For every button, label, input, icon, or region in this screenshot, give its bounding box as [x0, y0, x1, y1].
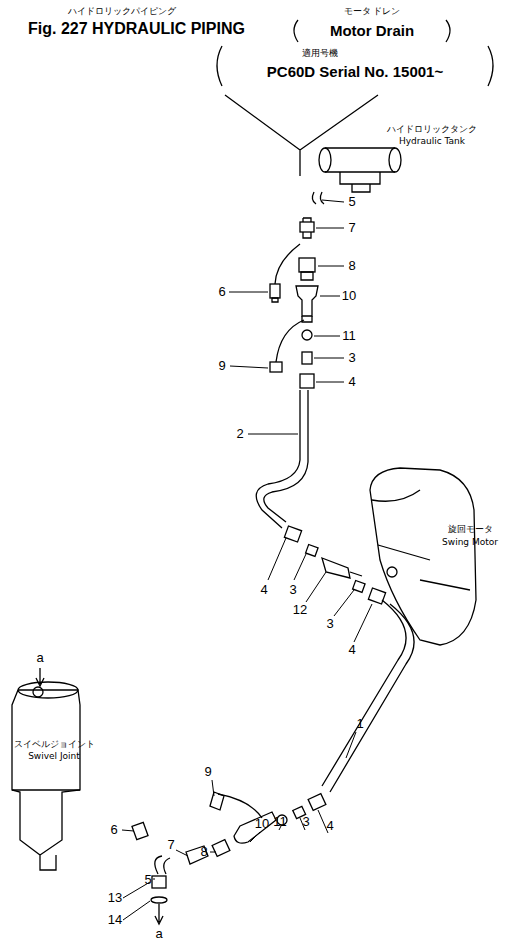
callout-number: 4: [326, 819, 333, 833]
callout-number: 10: [342, 289, 356, 303]
bracket: [294, 20, 298, 42]
model-japanese: 適用号機: [302, 49, 338, 59]
part-name-japanese: ハイドロリックタンク: [387, 125, 477, 135]
callout-number: 14: [108, 913, 122, 927]
part-name-japanese: 旋回モータ: [448, 525, 493, 535]
part-name: Swivel Joint: [28, 752, 80, 762]
part-name-japanese: スイベルジョイント: [14, 740, 95, 750]
callout-number: 5: [144, 873, 151, 887]
view-line: [225, 95, 378, 176]
hydraulic-tank: [319, 148, 401, 192]
callout-number: 4: [348, 643, 355, 657]
arrow: [36, 668, 44, 686]
part-name: Hydraulic Tank: [399, 137, 465, 147]
callout-number: 3: [302, 815, 309, 829]
model-serial: PC60D Serial No. 15001~: [267, 64, 443, 81]
view-marker: a: [155, 927, 162, 940]
callout-number: 7: [348, 221, 355, 235]
callout-number: 4: [260, 583, 267, 597]
callout-number: 12: [293, 603, 307, 617]
callout-number: 9: [204, 765, 211, 779]
callout-number: 9: [218, 359, 225, 373]
callout-number: 10: [255, 817, 269, 831]
swivel-joint: [12, 682, 80, 870]
callout-number: 8: [200, 845, 207, 859]
callout-number: 6: [110, 823, 117, 837]
hose: [256, 390, 308, 528]
callout-number: 5: [348, 195, 355, 209]
callout-number: 3: [348, 351, 355, 365]
callout-number: 11: [273, 815, 287, 829]
callout-number: 13: [108, 891, 122, 905]
arrow: [155, 904, 163, 924]
fitting: [270, 192, 324, 388]
hose: [322, 600, 414, 792]
bracket: [488, 46, 493, 86]
callout-number: 7: [167, 838, 174, 852]
swing-motor: [370, 468, 476, 645]
callout-number: 2: [236, 427, 243, 441]
view-marker: a: [36, 651, 43, 665]
figure-title: Fig. 227 HYDRAULIC PIPING: [28, 20, 245, 38]
callout-number: 6: [218, 285, 225, 299]
leader-line: [122, 200, 372, 920]
callout-number: 11: [342, 329, 356, 343]
part-name: Swing Motor: [442, 538, 498, 548]
callout-number: 8: [348, 259, 355, 273]
callout-number: 4: [348, 375, 355, 389]
callout-number: 1: [356, 717, 363, 731]
title-japanese: ハイドロリックパイピング: [68, 7, 176, 17]
fitting: [284, 526, 385, 604]
bracket: [446, 20, 450, 42]
callout-number: 3: [289, 583, 296, 597]
subtitle: Motor Drain: [330, 23, 414, 40]
bracket: [217, 46, 222, 86]
fitting: [132, 792, 326, 903]
callout-number: 3: [326, 617, 333, 631]
subtitle-japanese: モータ ドレン: [344, 7, 401, 17]
